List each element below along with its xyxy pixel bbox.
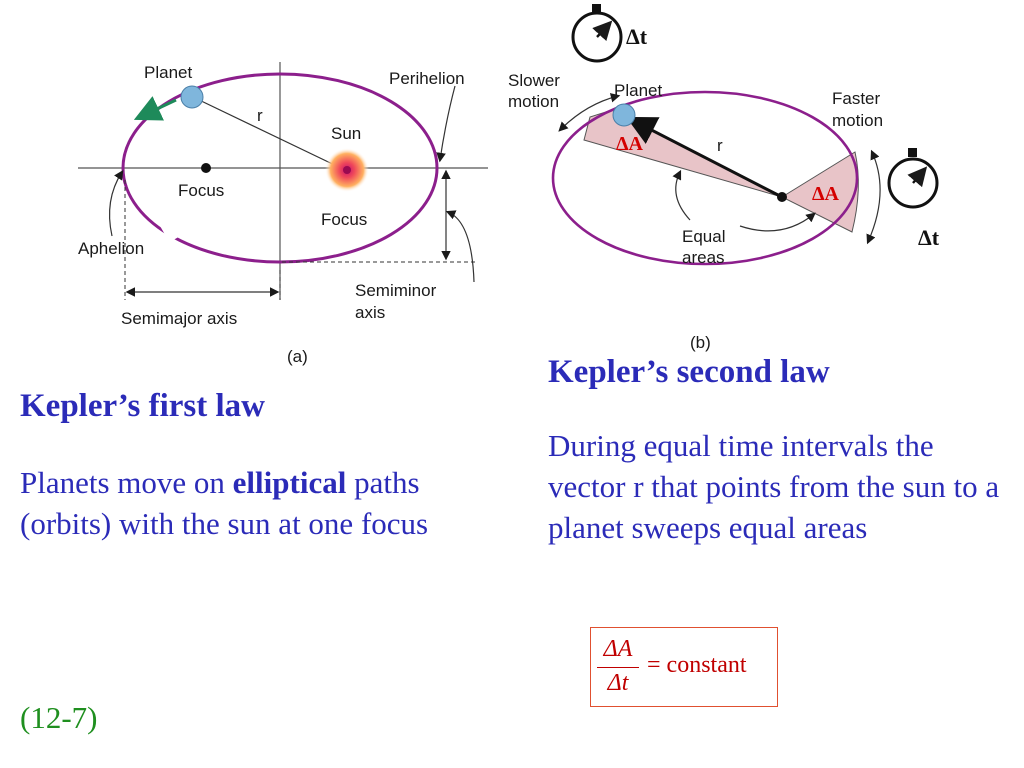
label-perihelion: Perihelion — [389, 69, 465, 88]
radius-line-a — [194, 97, 346, 171]
planet-a — [180, 85, 204, 109]
sun-focus-b — [777, 192, 787, 202]
formula-numerator: ΔA — [603, 636, 633, 662]
swept-area-slow — [583, 109, 783, 198]
label-semiminor-1: Semiminor — [355, 281, 437, 300]
label-slower-2: motion — [508, 92, 559, 111]
label-equal-2: areas — [682, 248, 725, 267]
label-equal-1: Equal — [682, 227, 725, 246]
label-semiminor-2: axis — [355, 303, 385, 322]
swept-area-fast — [780, 151, 859, 233]
label-focus-left: Focus — [178, 181, 224, 200]
formula-rhs: = constant — [647, 652, 747, 678]
orbit-ellipse-b — [551, 90, 859, 266]
first-law-text-before: Planets move on — [20, 465, 233, 500]
label-planet-a: Planet — [144, 63, 192, 82]
label-delta-t-right: Δt — [918, 225, 940, 250]
orbit-ellipse-a — [121, 72, 439, 264]
figure-b-kepler-second-law: Δt Slower motion Planet ΔA r Faster moti… — [508, 4, 940, 352]
label-faster-2: motion — [832, 111, 883, 130]
label-aphelion: Aphelion — [78, 239, 144, 258]
label-slower-1: Slower — [508, 71, 560, 90]
first-law-text: Planets move on elliptical paths (orbits… — [20, 462, 490, 544]
label-delta-a-left: ΔA — [616, 133, 644, 155]
figure-a-kepler-first-law: Planet r Sun Perihelion Focus Focus Aphe… — [78, 62, 488, 366]
focus-dot-left — [201, 163, 211, 173]
label-r-a: r — [257, 106, 263, 125]
formula-denominator: Δt — [607, 670, 629, 696]
second-law-text: During equal time intervals the vector r… — [548, 428, 1000, 545]
label-delta-t-top: Δt — [626, 24, 648, 49]
planet-b — [612, 103, 636, 127]
stopwatch-icon-top — [571, 4, 623, 63]
first-law-text-after: paths (orbits) with the sun at one focus — [20, 465, 429, 541]
radius-vector-b — [625, 116, 781, 198]
label-r-b: r — [717, 136, 723, 155]
first-law-text-bold: elliptical — [232, 465, 347, 500]
figure-tag-b: (b) — [690, 333, 711, 352]
figure-tag-a: (a) — [287, 347, 308, 366]
second-law-heading: Kepler’s second law — [548, 354, 830, 390]
formula-box: ΔA Δt = constant — [590, 627, 778, 707]
formula-fraction: ΔA Δt — [597, 636, 639, 699]
motion-arrow — [133, 96, 177, 121]
label-semimajor: Semimajor axis — [121, 309, 237, 328]
label-faster-1: Faster — [832, 89, 881, 108]
label-delta-a-right: ΔA — [812, 183, 840, 205]
first-law-heading: Kepler’s first law — [20, 388, 265, 424]
page-reference: (12-7) — [20, 700, 98, 735]
formula-fraction-bar — [597, 667, 639, 668]
stopwatch-icon-right — [887, 148, 939, 209]
label-planet-b: Planet — [614, 81, 662, 100]
label-focus-right: Focus — [321, 210, 367, 229]
label-sun: Sun — [331, 124, 361, 143]
